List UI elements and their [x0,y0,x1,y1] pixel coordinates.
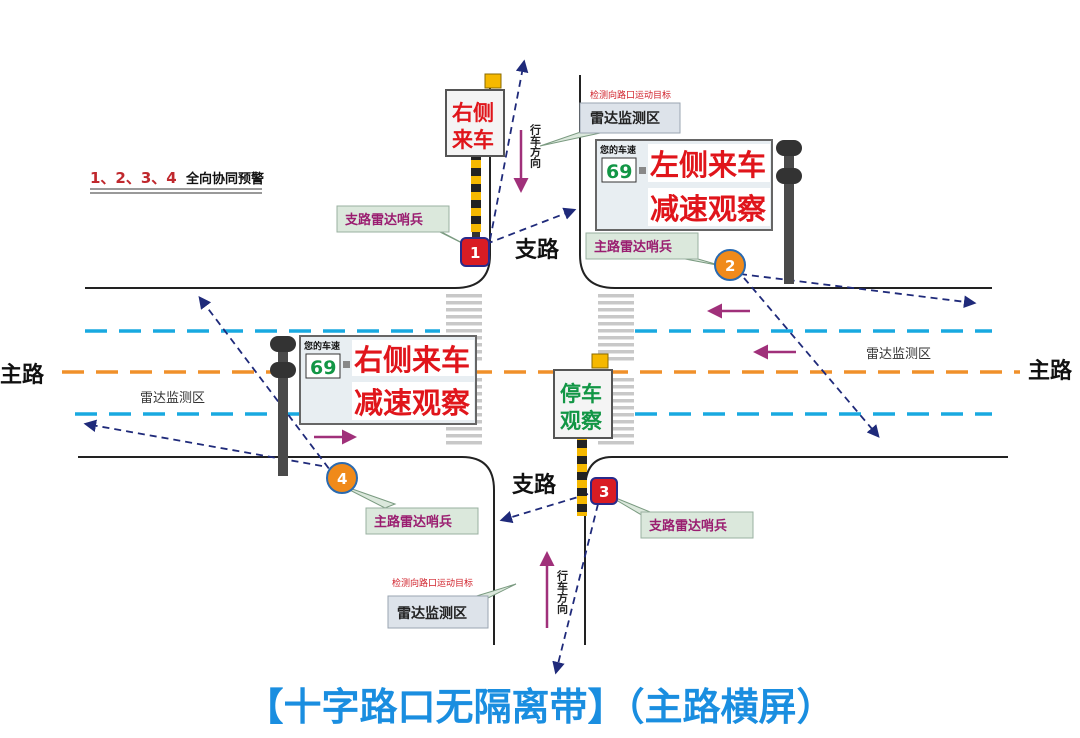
svg-text:减速观察: 减速观察 [650,192,767,226]
marker-4: 4 [326,462,358,494]
sign-left-coming-main: 您的车速 69 左侧来车 减速观察 [595,139,802,284]
crosswalk-stripe [598,385,634,389]
sentinel-label-1: 支路雷达哨兵 [336,205,450,233]
svg-text:您的车速: 您的车速 [600,144,636,156]
crosswalk-stripe [446,441,482,445]
radar-zone-box-top: 雷达监测区 [579,102,681,134]
svg-text:右侧来车: 右侧来车 [354,343,470,377]
svg-text:支路雷达哨兵: 支路雷达哨兵 [344,212,423,228]
crosswalk-stripe [598,420,634,424]
crosswalk-stripe [598,350,634,354]
lane-lines [62,329,1020,416]
svg-text:来车: 来车 [452,127,494,152]
crosswalk-stripe [598,308,634,312]
crosswalk-stripe [598,294,634,298]
traffic-arrows [314,130,796,628]
branch-road-label-bottom: 支路 [512,472,557,498]
sign-stop-observe: 停车 观察 [553,353,613,516]
svg-text:4: 4 [337,470,347,488]
svg-text:主路雷达哨兵: 主路雷达哨兵 [374,514,452,530]
crosswalk-stripe [446,322,482,326]
sentinel-label-2: 主路雷达哨兵 [585,232,699,260]
marker-1: 1 [460,237,490,267]
radar-zone-label-right: 雷达监测区 [866,347,931,362]
main-road-label-left: 主路 [0,362,45,388]
svg-text:左侧来车: 左侧来车 [650,148,766,182]
crosswalk-stripe [598,399,634,403]
detection-arrows [83,59,977,675]
sign-right-coming-branch: 右侧 来车 [445,73,505,242]
svg-text:观察: 观察 [560,408,603,433]
crosswalk-stripe [598,427,634,431]
travel-direction-bottom: 行车方向 [556,569,570,615]
svg-text:雷达监测区: 雷达监测区 [590,110,660,127]
svg-text:右侧: 右侧 [452,100,494,125]
detect-note-bottom: 检测向路口运动目标 [392,577,473,589]
travel-direction-top: 行车方向 [529,123,543,169]
branch-road-label-top: 支路 [515,237,560,263]
crosswalk-stripe [598,343,634,347]
crosswalk-stripe [598,441,634,445]
legend-numbers: 1、2、3、4 [90,169,177,187]
crosswalk-stripe [598,392,634,396]
crosswalk-stripe [598,357,634,361]
detect-note-top: 检测向路口运动目标 [590,89,671,101]
sign-right-coming-main: 您的车速 69 右侧来车 减速观察 [270,335,477,476]
main-road-label-right: 主路 [1028,358,1073,384]
crosswalk-stripe [598,378,634,382]
legend: 1、2、3、4 全向协同预警 [90,169,264,194]
radar-zone-box-bottom: 雷达监测区 [387,595,489,629]
crosswalk-stripe [598,406,634,410]
svg-text:雷达监测区: 雷达监测区 [397,605,467,622]
crosswalk-stripe [598,434,634,438]
svg-text:3: 3 [599,483,609,501]
crosswalk-stripe [598,315,634,319]
radar-zone-label-left: 雷达监测区 [140,391,205,406]
crosswalk-stripe [598,336,634,340]
crosswalk-stripe [446,315,482,319]
legend-label: 全向协同预警 [185,171,264,187]
sentinel-label-4: 主路雷达哨兵 [365,507,479,535]
svg-text:1: 1 [470,244,480,262]
svg-text:您的车速: 您的车速 [304,340,340,352]
marker-3: 3 [590,477,618,505]
svg-text:69: 69 [310,357,336,379]
crosswalk-stripe [446,434,482,438]
svg-text:停车: 停车 [560,381,602,406]
crosswalk-stripe [446,329,482,333]
crosswalk-stripe [446,308,482,312]
svg-text:69: 69 [606,161,632,183]
svg-text:减速观察: 减速观察 [354,386,471,420]
crosswalk-stripe [446,294,482,298]
crosswalk-stripe [598,329,634,333]
marker-2: 2 [714,249,746,281]
crosswalk-stripe [598,301,634,305]
sentinel-label-3: 支路雷达哨兵 [640,511,754,539]
crosswalk-stripe [598,322,634,326]
crosswalk-stripe [446,301,482,305]
svg-text:2: 2 [725,257,735,275]
svg-text:主路雷达哨兵: 主路雷达哨兵 [594,239,672,255]
footer-title: 【十字路口无隔离带】（主路横屏） [245,685,834,729]
crosswalk-stripe [446,427,482,431]
svg-text:支路雷达哨兵: 支路雷达哨兵 [648,518,727,534]
crosswalk-stripe [598,413,634,417]
